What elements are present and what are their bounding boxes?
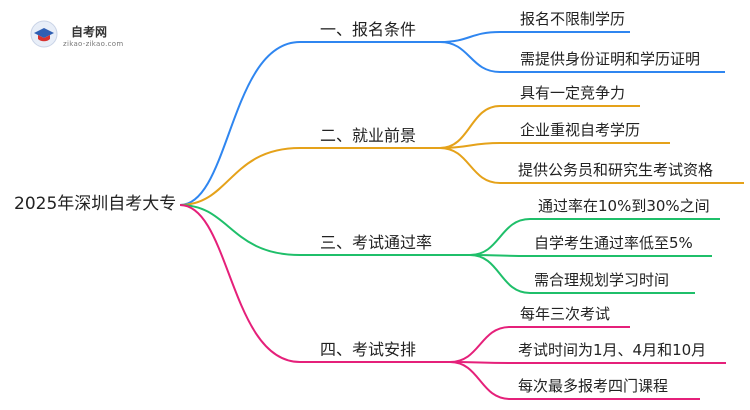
connector-branch-3-leaf-3 bbox=[469, 254, 695, 294]
connector-root-branch-1 bbox=[179, 41, 440, 206]
branch-4-leaf-2: 考试时间为1月、4月和10月 bbox=[518, 341, 707, 359]
connector-branch-3-leaf-1 bbox=[469, 218, 720, 256]
branch-4-leaf-3: 每次最多报考四门课程 bbox=[518, 377, 669, 395]
connector-branch-2-leaf-1 bbox=[439, 105, 640, 149]
connector-branch-2-leaf-2 bbox=[439, 142, 670, 149]
branch-1-leaf-1: 报名不限制学历 bbox=[520, 10, 626, 28]
branch-1-leaf-2: 需提供身份证明和学历证明 bbox=[520, 50, 701, 68]
branch-2-leaf-3: 提供公务员和研究生考试资格 bbox=[518, 161, 714, 179]
branch-3-leaf-3: 需合理规划学习时间 bbox=[534, 271, 670, 289]
branch-3-label: 三、考试通过率 bbox=[320, 233, 433, 252]
connector-root-branch-3 bbox=[179, 204, 470, 256]
branch-1-label: 一、报名条件 bbox=[320, 20, 417, 39]
branch-4-label: 四、考试安排 bbox=[320, 340, 417, 359]
connector-root-branch-2 bbox=[179, 147, 440, 206]
site-logo: 自考网 zikao-zikao.com bbox=[30, 20, 140, 50]
connector-root-branch-4 bbox=[179, 204, 450, 363]
branch-4-leaf-1: 每年三次考试 bbox=[520, 305, 611, 323]
branch-3-leaf-2: 自学考生通过率低至5% bbox=[534, 234, 693, 252]
connector-branch-2-leaf-3 bbox=[439, 147, 744, 184]
logo-subtitle: zikao-zikao.com bbox=[63, 40, 124, 48]
connector-branch-4-leaf-1 bbox=[449, 326, 630, 363]
root-node: 2025年深圳自考大专 bbox=[14, 194, 177, 214]
connector-branch-1-leaf-1 bbox=[439, 31, 630, 43]
connector-branch-3-leaf-2 bbox=[469, 254, 712, 257]
branch-2-leaf-2: 企业重视自考学历 bbox=[520, 121, 641, 139]
connector-branch-4-leaf-2 bbox=[449, 361, 726, 364]
branch-3-leaf-1: 通过率在10%到30%之间 bbox=[538, 197, 710, 215]
branch-2-label: 二、就业前景 bbox=[320, 126, 417, 145]
connector-branch-4-leaf-3 bbox=[449, 361, 700, 400]
logo-title: 自考网 bbox=[71, 25, 108, 39]
connector-branch-1-leaf-2 bbox=[439, 41, 725, 73]
branch-2-leaf-1: 具有一定竞争力 bbox=[520, 84, 626, 102]
graduation-cap-icon bbox=[30, 20, 58, 48]
